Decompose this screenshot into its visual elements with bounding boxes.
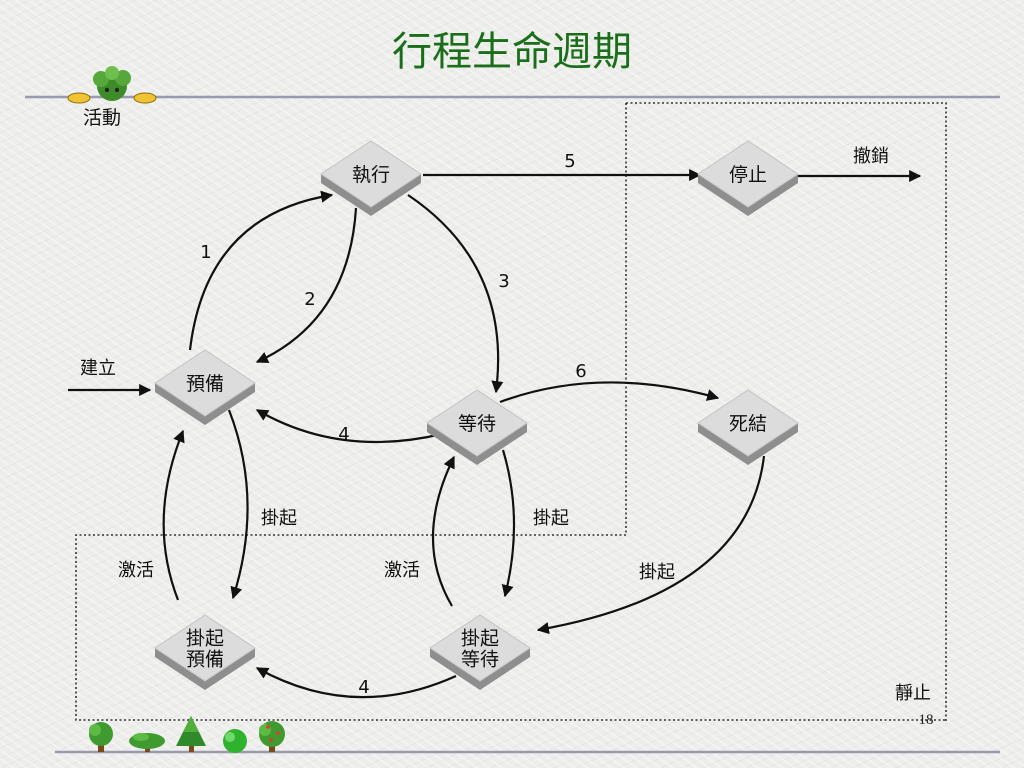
node-ready: 預備 bbox=[154, 349, 256, 425]
edge-label-ready-to-running: 1 bbox=[200, 242, 211, 263]
edge-ready-to-suspended-ready bbox=[227, 409, 249, 600]
edge-label-waiting-to-ready: 4 bbox=[338, 424, 349, 445]
bush-icon bbox=[129, 733, 165, 752]
node-label: 執行 bbox=[352, 164, 390, 186]
edge-label-running-to-stopped: 5 bbox=[564, 151, 575, 172]
node-face bbox=[320, 140, 422, 208]
node-label: 停止 bbox=[729, 164, 767, 186]
edge-ready-to-running bbox=[188, 190, 334, 351]
edge-label-waiting-to-deadlock: 6 bbox=[575, 361, 586, 382]
node-shadow bbox=[155, 383, 255, 425]
edge-running-to-waiting bbox=[407, 194, 504, 394]
node-label: 掛起 bbox=[186, 628, 224, 650]
edges: 123456撤銷建立掛起激活掛起激活掛起4 bbox=[68, 146, 922, 699]
edge-label-ready-to-suspended-ready: 掛起 bbox=[261, 508, 297, 529]
edge-suspended-waiting-to-suspended-ready bbox=[255, 667, 457, 699]
node-label: 等待 bbox=[458, 413, 496, 435]
edge-label-stopped-to-exit: 撤銷 bbox=[853, 146, 889, 167]
node-label: 預備 bbox=[186, 649, 224, 671]
suspended-region-border bbox=[75, 103, 946, 721]
edge-waiting-to-suspended-waiting bbox=[501, 449, 516, 598]
edge-label-suspended-waiting-to-waiting: 激活 bbox=[384, 560, 420, 581]
node-deadlock: 死結 bbox=[697, 389, 799, 465]
node-face bbox=[697, 140, 799, 208]
node-face bbox=[697, 389, 799, 457]
edge-suspended-ready-to-ready bbox=[162, 429, 185, 601]
edge-label-entry-to-ready: 建立 bbox=[80, 358, 116, 379]
suspended-region-label: 靜止 bbox=[895, 683, 931, 704]
tree-mascot-icon bbox=[67, 66, 157, 104]
node-shadow bbox=[430, 648, 530, 690]
pine-tree-icon bbox=[176, 716, 206, 752]
node-face bbox=[429, 614, 531, 682]
edge-waiting-to-deadlock bbox=[499, 381, 720, 404]
node-stopped: 停止 bbox=[697, 140, 799, 216]
slide-title: 行程生命週期 bbox=[392, 29, 632, 75]
node-shadow bbox=[427, 423, 527, 465]
shrub-icon bbox=[223, 729, 247, 753]
edge-suspended-waiting-to-waiting bbox=[431, 455, 455, 607]
node-label: 等待 bbox=[461, 649, 499, 671]
edge-label-suspended-waiting-to-suspended-ready: 4 bbox=[358, 677, 369, 698]
edge-running-to-ready bbox=[255, 207, 358, 364]
mascot-label: 活動 bbox=[83, 107, 121, 129]
tree-icon bbox=[259, 721, 285, 752]
tree-icon bbox=[89, 722, 113, 752]
node-label: 預備 bbox=[186, 373, 224, 395]
edge-label-waiting-to-suspended-waiting: 掛起 bbox=[533, 508, 569, 529]
node-shadow bbox=[155, 648, 255, 690]
node-face bbox=[426, 389, 528, 457]
edge-label-running-to-ready: 2 bbox=[304, 289, 315, 310]
node-label: 掛起 bbox=[461, 628, 499, 650]
node-running: 執行 bbox=[320, 140, 422, 216]
footer-plants bbox=[89, 716, 285, 753]
node-shadow bbox=[321, 174, 421, 216]
edge-waiting-to-ready bbox=[255, 409, 443, 444]
node-waiting: 等待 bbox=[426, 389, 528, 465]
edge-label-running-to-waiting: 3 bbox=[498, 271, 509, 292]
node-face bbox=[154, 614, 256, 682]
node-label: 死結 bbox=[729, 413, 767, 435]
active-region-border bbox=[626, 102, 947, 722]
edge-deadlock-to-suspended-waiting bbox=[536, 455, 766, 635]
node-face bbox=[154, 349, 256, 417]
edge-label-deadlock-to-suspended-waiting: 掛起 bbox=[639, 562, 675, 583]
node-shadow bbox=[698, 423, 798, 465]
page-number: 18 bbox=[919, 712, 934, 728]
node-shadow bbox=[698, 174, 798, 216]
edge-label-suspended-ready-to-ready: 激活 bbox=[118, 560, 154, 581]
